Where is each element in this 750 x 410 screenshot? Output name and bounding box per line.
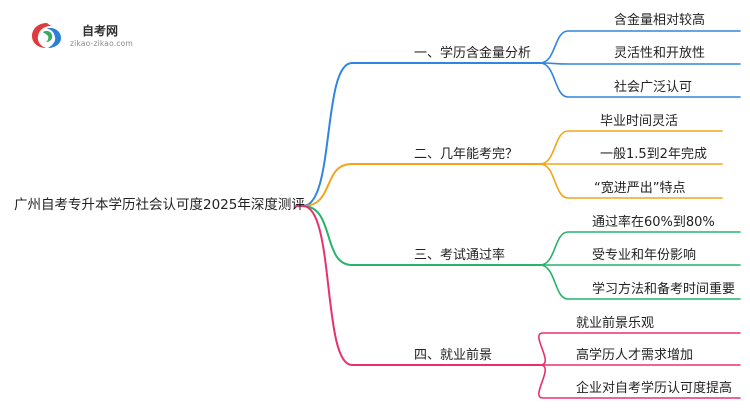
leaf-label-2-1: 毕业时间灵活 [600, 114, 679, 129]
branch-edge-4 [302, 205, 541, 366]
site-logo[interactable]: 自考网 zikao-zikao.com [30, 18, 140, 52]
leaf-label-1-1: 含金量相对较高 [614, 13, 706, 28]
branch-edge-2 [302, 163, 541, 207]
logo-name: 自考网 [82, 24, 119, 38]
branch-label-3: 三、考试通过率 [414, 248, 506, 263]
branch-label-1: 一、学历含金量分析 [414, 46, 532, 61]
logo-url: zikao-zikao.com [70, 39, 133, 48]
leaf-edge-1-3 [539, 62, 741, 98]
mindmap-edges [295, 30, 741, 399]
leaf-edge-2-1 [539, 130, 723, 165]
leaf-label-4-1: 就业前景乐观 [576, 316, 655, 331]
leaf-edge-3-1 [539, 231, 741, 266]
leaf-label-2-3: “宽进严出”特点 [594, 181, 686, 196]
leaf-edge-1-1 [539, 30, 741, 64]
leaf-label-3-2: 受专业和年份影响 [592, 248, 697, 263]
leaf-edge-4-3 [538, 364, 741, 399]
leaf-edge-1-2 [539, 62, 741, 65]
leaf-label-3-3: 学习方法和备考时间重要 [592, 282, 736, 297]
mindmap-root-label: 广州自考专升本学历社会认可度2025年深度测评 [14, 197, 305, 213]
leaf-label-2-2: 一般1.5到2年完成 [600, 147, 707, 162]
leaf-label-1-2: 灵活性和开放性 [614, 46, 706, 61]
leaf-label-1-3: 社会广泛认可 [614, 80, 693, 95]
logo-swirl-icon [32, 23, 61, 48]
branch-edge-1 [302, 62, 541, 207]
leaf-edge-4-1 [538, 332, 741, 366]
leaf-label-4-2: 高学历人才需求增加 [576, 348, 694, 363]
branch-label-2: 二、几年能考完？ [414, 147, 519, 162]
leaf-label-3-1: 通过率在60%到80% [592, 215, 715, 230]
branch-label-4: 四、就业前景 [414, 348, 493, 363]
leaf-edge-2-3 [539, 163, 723, 199]
branch-edge-3 [302, 205, 541, 266]
leaf-edge-3-3 [539, 264, 741, 300]
leaf-label-4-3: 企业对自考学历认可度提高 [576, 381, 733, 396]
